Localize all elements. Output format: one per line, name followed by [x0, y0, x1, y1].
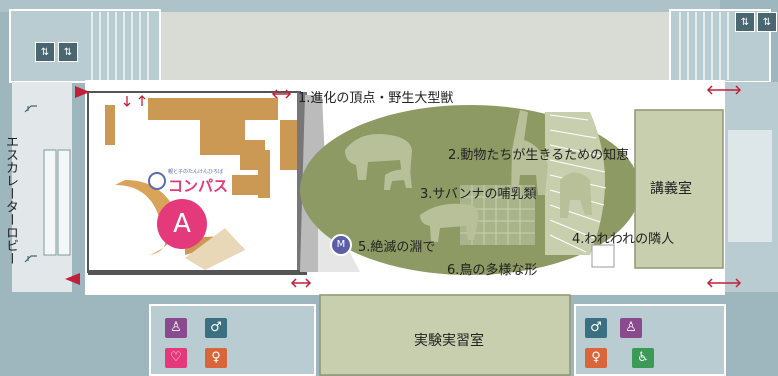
room-a-orange-walls: [105, 98, 302, 198]
deer-silhouette: [511, 110, 548, 195]
accessible-toilet-icon: ♿: [632, 348, 654, 368]
escalator-lane-2: [57, 149, 71, 256]
elevator-icon: ⇅: [757, 12, 777, 32]
exhibit-5-label[interactable]: 5.絶滅の淵で: [358, 240, 436, 255]
lecture-room-label: 講義室: [650, 181, 692, 197]
area-a-marker[interactable]: A: [157, 199, 207, 249]
top-left-room: [9, 9, 161, 83]
escalator-lane-1: [43, 149, 57, 256]
mens-toilet-icon: ♂: [205, 318, 227, 338]
elevator-icon: ⇅: [735, 12, 755, 32]
room-a-bottom-wall: [88, 270, 307, 275]
entrance-arrow-icon-2: [65, 273, 80, 285]
area-a-letter: A: [173, 209, 191, 239]
diaper-changing-icon: ♡: [165, 348, 187, 368]
compass-logo-icon: [148, 172, 166, 190]
nursing-room-icon: ♙: [620, 318, 642, 338]
right-side-stair: [728, 130, 772, 242]
exhibit-1-label[interactable]: 1.進化の頂点・野生大型獣: [298, 91, 454, 106]
animal-silhouettes: [345, 110, 592, 242]
exhibit-4-label[interactable]: 4.われわれの隣人: [572, 232, 675, 247]
lab-room-box: [319, 294, 571, 376]
stair-box: [591, 244, 615, 268]
lab-room-label: 実験実習室: [414, 333, 484, 349]
compass-logo-text: コンパス: [168, 177, 229, 195]
nursing-room-icon: ♙: [165, 318, 187, 338]
gorilla-silhouette: [560, 172, 592, 218]
antelope-silhouette: [384, 169, 412, 190]
room-a-swoosh: [115, 180, 178, 255]
entrance-arrow-icon: [75, 86, 90, 98]
womens-toilet-icon: ♀: [585, 348, 607, 368]
womens-toilet-icon: ♀: [205, 348, 227, 368]
mens-toilet-icon: ♂: [585, 318, 607, 338]
top-right-stripes: [679, 12, 729, 80]
escalator-icon: [24, 105, 37, 263]
top-left-stripes: [91, 12, 149, 80]
exhibit-6-label[interactable]: 6.鳥の多様な形: [447, 263, 538, 278]
upper-block: [85, 12, 670, 78]
lion-silhouette: [420, 203, 479, 242]
stairs-icon: [123, 95, 146, 107]
escalator-lobby-label: エスカレーターロビー: [3, 135, 18, 265]
exhibit-3-label[interactable]: 3.サバンナの哺乳類: [420, 187, 537, 202]
bison-silhouette: [345, 134, 412, 180]
compass-tagline: 親と子のたんけんひろば: [168, 169, 224, 175]
museum-logo-icon: M: [330, 234, 352, 256]
top-wall: [0, 0, 778, 12]
exhibit-floor-triangle: [185, 228, 245, 270]
exhibit-2-label[interactable]: 2.動物たちが生きるための知恵: [448, 148, 630, 163]
elevator-icon: ⇅: [58, 42, 78, 62]
passage-arrow-icon: [271, 85, 742, 288]
elevator-icon: ⇅: [35, 42, 55, 62]
lecture-room-box: [634, 109, 724, 269]
